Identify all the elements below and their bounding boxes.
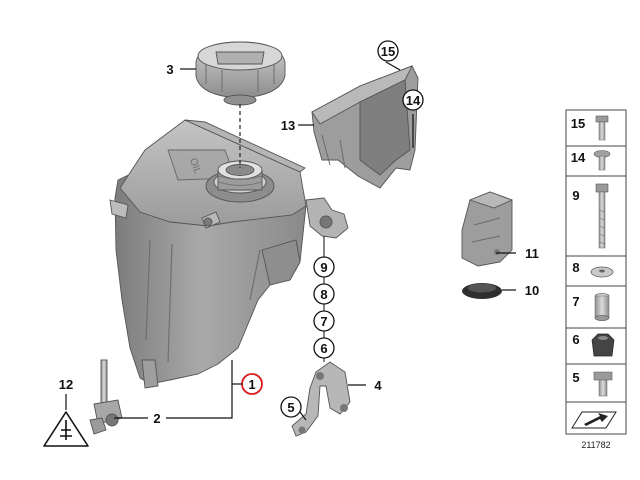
warning-triangle-icon xyxy=(43,411,89,447)
callout-1: 1 xyxy=(248,377,255,392)
washer-8-icon xyxy=(590,266,614,278)
panel-label-8: 8 xyxy=(572,260,579,275)
panel-label-5: 5 xyxy=(572,370,579,385)
bracket-mount-illustration xyxy=(461,191,514,267)
sleeve-7-icon xyxy=(594,293,610,321)
bolt-15-icon xyxy=(595,115,609,141)
callout-15-ring xyxy=(377,40,399,62)
callout-8-ring xyxy=(313,283,335,305)
panel-label-7: 7 xyxy=(572,294,579,309)
callout-14-ring xyxy=(402,89,424,111)
callouts: 3 13 15 14 11 10 9 8 7 6 4 5 1 2 12 xyxy=(59,40,539,426)
callout-11: 11 xyxy=(525,246,539,261)
grommet-illustration xyxy=(462,283,502,299)
callout-15: 15 xyxy=(381,44,395,59)
bolt-9-icon xyxy=(595,183,609,249)
callout-6-ring xyxy=(313,337,335,359)
panel-label-15: 15 xyxy=(571,116,585,131)
callout-8: 8 xyxy=(320,287,327,302)
tank-cap-illustration xyxy=(195,41,286,106)
holder-bracket-illustration xyxy=(305,197,349,239)
callout-13: 13 xyxy=(281,118,295,133)
reference-number: 211782 xyxy=(581,440,610,450)
hardware-side-panel: 15 14 9 8 7 6 5 211782 xyxy=(565,109,627,450)
callout-3: 3 xyxy=(166,62,173,77)
screw-14-icon xyxy=(593,150,611,171)
callout-7-ring xyxy=(313,310,335,332)
callout-14: 14 xyxy=(406,93,421,108)
callout-12: 12 xyxy=(59,377,73,392)
callout-4: 4 xyxy=(374,378,382,393)
panel-label-14: 14 xyxy=(571,150,586,165)
expansion-tank-illustration: OIL xyxy=(109,119,307,389)
strap-bracket-illustration xyxy=(291,361,351,437)
callout-10: 10 xyxy=(525,283,539,298)
callout-9-ring xyxy=(313,256,335,278)
leader-lines xyxy=(65,61,516,421)
callout-5-ring xyxy=(280,396,302,418)
panel-label-9: 9 xyxy=(572,188,579,203)
panel-label-6: 6 xyxy=(572,332,579,347)
callout-5: 5 xyxy=(287,400,294,415)
nut-6-icon xyxy=(591,333,615,357)
callout-6: 6 xyxy=(320,341,327,356)
cover-illustration xyxy=(311,65,419,189)
callout-2: 2 xyxy=(153,411,160,426)
svg-text:OIL: OIL xyxy=(187,157,203,176)
callout-7: 7 xyxy=(320,314,327,329)
bolt-5-icon xyxy=(593,371,613,397)
level-sensor-illustration xyxy=(89,359,123,435)
arrow-notice-icon xyxy=(571,411,617,429)
callout-9: 9 xyxy=(320,260,327,275)
